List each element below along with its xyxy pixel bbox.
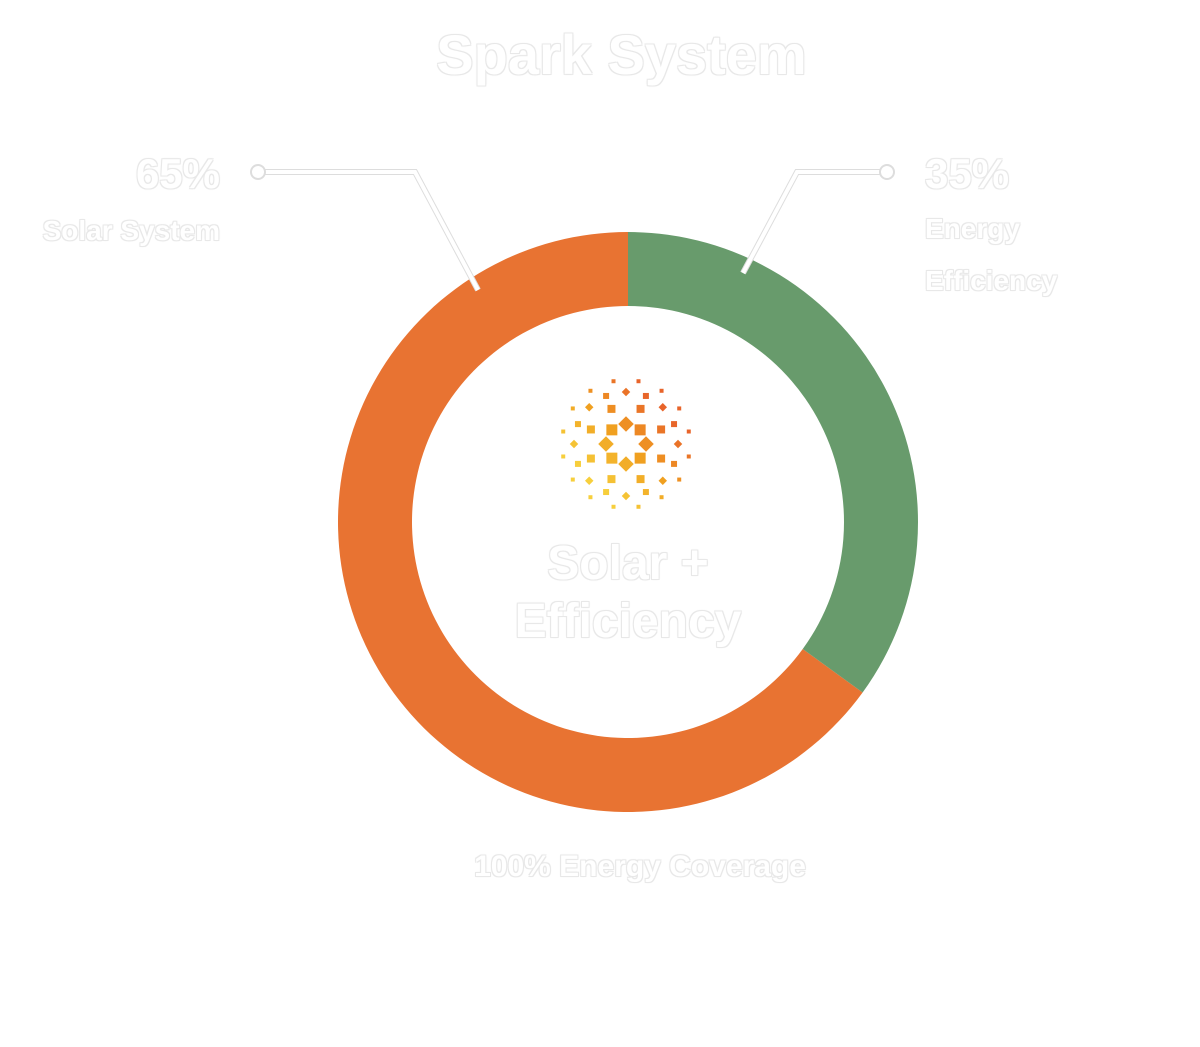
- sunburst-dot: [642, 392, 649, 399]
- slice-name-label-efficiency: Energy Efficiency: [925, 213, 1058, 296]
- sunburst-dot: [561, 454, 566, 459]
- sunburst-dot: [686, 429, 691, 434]
- sunburst-icon: [561, 379, 691, 509]
- sunburst-dot: [584, 402, 594, 412]
- sunburst-dot: [607, 404, 616, 413]
- sunburst-dot: [611, 379, 616, 384]
- leader-line-solar: [250, 164, 481, 292]
- sunburst-dot: [636, 504, 641, 509]
- sunburst-dot: [638, 436, 654, 452]
- sunburst-dot: [606, 452, 618, 464]
- sunburst-dot: [677, 406, 682, 411]
- sunburst-dot: [603, 392, 610, 399]
- sunburst-dot: [606, 424, 618, 436]
- sunburst-dot: [621, 491, 631, 501]
- sunburst-dot: [588, 495, 593, 500]
- sunburst-dot: [621, 387, 631, 397]
- slice-name-label-solar: Solar System: [42, 215, 220, 246]
- sunburst-dot: [634, 452, 646, 464]
- sunburst-dot: [584, 476, 594, 486]
- sunburst-dot: [636, 379, 641, 384]
- slice-value-label-solar: 65%: [135, 150, 220, 197]
- sunburst-dot: [586, 454, 595, 463]
- sunburst-dot: [598, 436, 614, 452]
- sunburst-dot: [657, 454, 666, 463]
- sunburst-dot: [659, 388, 664, 393]
- sunburst-dot: [618, 416, 634, 432]
- sunburst-dot: [574, 460, 581, 467]
- sunburst-dot: [561, 429, 566, 434]
- sunburst-dot: [574, 421, 581, 428]
- sunburst-dot: [657, 425, 666, 434]
- sunburst-dot: [569, 439, 579, 449]
- sunburst-dot: [618, 456, 634, 472]
- sunburst-dot: [659, 495, 664, 500]
- sunburst-dot: [570, 406, 575, 411]
- donut-slice-efficiency: [628, 232, 918, 693]
- chart-title: Spark System: [436, 23, 807, 86]
- sunburst-dot: [671, 460, 678, 467]
- leader-line-efficiency: [740, 164, 895, 275]
- sunburst-dot: [603, 489, 610, 496]
- sunburst-dot: [611, 504, 616, 509]
- sunburst-dot: [671, 421, 678, 428]
- sunburst-dot: [588, 388, 593, 393]
- sunburst-dot: [586, 425, 595, 434]
- sunburst-dot: [607, 475, 616, 484]
- sunburst-dot: [658, 476, 668, 486]
- chart-footer-label: 100% Energy Coverage: [474, 850, 806, 883]
- sunburst-dot: [642, 489, 649, 496]
- sunburst-dot: [658, 402, 668, 412]
- sunburst-dot: [686, 454, 691, 459]
- sunburst-dot: [636, 475, 645, 484]
- sunburst-dot: [636, 404, 645, 413]
- sunburst-dot: [634, 424, 646, 436]
- donut-center-label: Solar + Efficiency: [514, 537, 742, 648]
- sunburst-dot: [677, 477, 682, 482]
- sunburst-dot: [673, 439, 683, 449]
- slice-value-label-efficiency: 35%: [925, 150, 1010, 197]
- sunburst-dot: [570, 477, 575, 482]
